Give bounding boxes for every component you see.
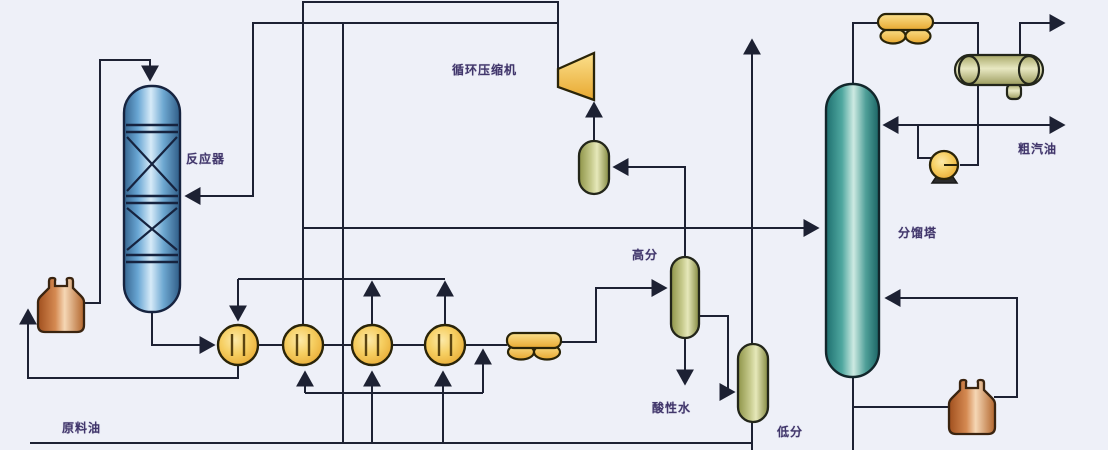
reactor-column-icon	[122, 84, 182, 314]
fractionator-label: 分馏塔	[898, 226, 938, 240]
high-pressure-separator-icon	[669, 255, 701, 340]
reactor-label: 反应器	[186, 152, 226, 166]
reflux-pump-icon	[928, 149, 960, 184]
fractionator-column-icon	[824, 82, 881, 379]
sour-water-label: 酸性水	[652, 401, 692, 415]
compressor-label: 循环压缩机	[452, 63, 518, 77]
feed-drum-icon	[36, 276, 86, 334]
recycle-compressor-icon	[556, 51, 596, 102]
reboiler-drum-icon	[947, 378, 997, 436]
feed-oil-label: 原料油	[62, 421, 102, 435]
hp-separator-label: 高分	[632, 248, 659, 262]
heat-exchanger-train-icon	[216, 323, 467, 367]
reflux-drum-icon	[953, 53, 1045, 101]
crude-gasoline-label: 粗汽油	[1018, 142, 1058, 156]
lp-separator-label: 低分	[777, 425, 804, 439]
pipe-lines	[30, 1, 979, 450]
suction-drum-icon	[577, 139, 611, 196]
low-pressure-separator-icon	[736, 342, 770, 424]
effluent-air-cooler-icon	[505, 331, 563, 361]
pipe-lines-arrows	[19, 14, 1066, 443]
overhead-condenser-icon	[876, 12, 935, 45]
